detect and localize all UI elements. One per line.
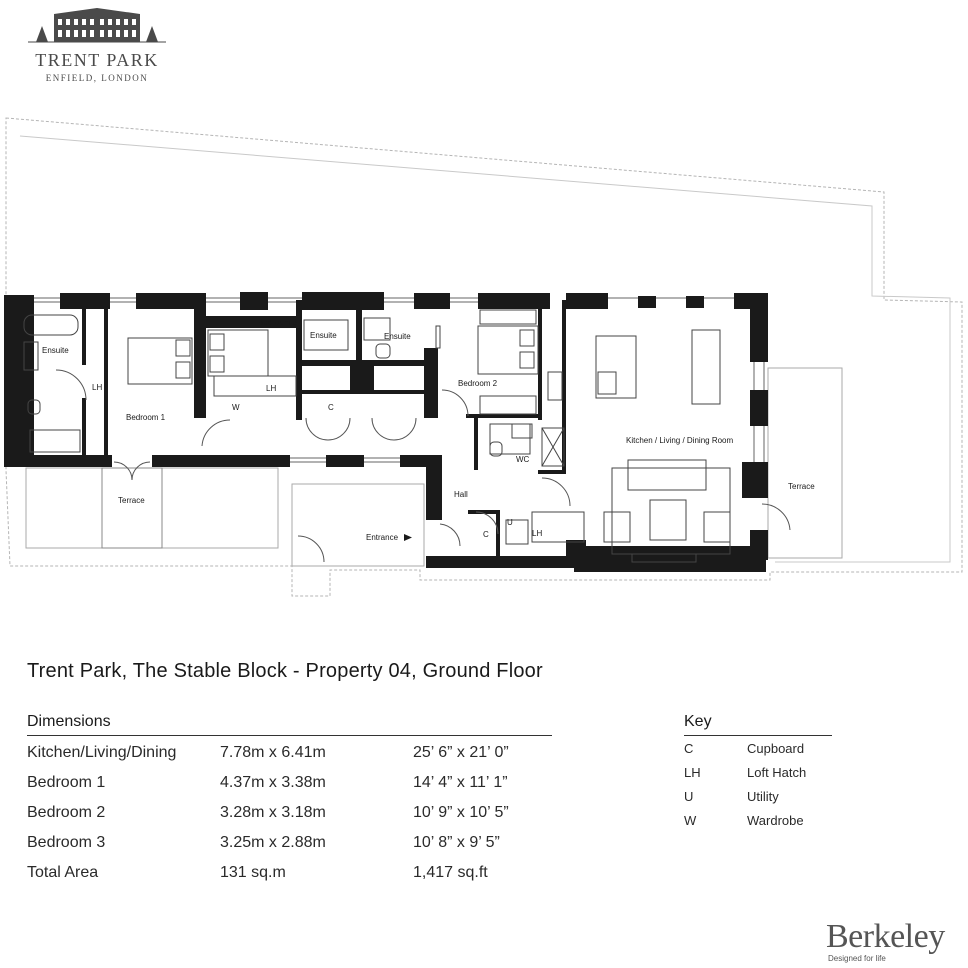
dimension-imperial: 10’ 9” x 10’ 5” <box>413 804 509 821</box>
dimension-room: Kitchen/Living/Dining <box>27 744 177 761</box>
room-label-bedroom-3: Bedroom 3 <box>258 318 298 327</box>
doors <box>55 369 791 563</box>
building-logo-icon <box>28 8 166 43</box>
room-label-ensuite-2: Ensuite <box>310 331 337 340</box>
key-code: W <box>684 813 697 828</box>
room-label-u: U <box>507 518 513 527</box>
berkeley-logo: Berkeley Designed for life <box>826 918 946 964</box>
dimension-row: Bedroom 2 3.28m x 3.18m 10’ 9” x 10’ 5” <box>27 796 552 826</box>
room-label-ensuite-3: Ensuite <box>384 332 411 341</box>
key-label: Cupboard <box>747 741 805 756</box>
key-code: U <box>684 789 694 804</box>
key-label: Loft Hatch <box>747 765 807 780</box>
dimension-imperial: 1,417 sq.ft <box>413 864 488 881</box>
dimension-room: Bedroom 1 <box>27 774 106 791</box>
entrance-arrow-icon <box>404 534 412 541</box>
entrance-court <box>291 483 425 567</box>
floor-plan: Ensuite LH Bedroom 1 Bedroom 3 LH W Ensu… <box>0 110 968 610</box>
fixtures <box>23 309 731 563</box>
room-label-lh-2: LH <box>266 384 276 393</box>
dimension-room: Bedroom 2 <box>27 804 106 821</box>
dimension-metric: 4.37m x 3.38m <box>220 774 326 791</box>
dimensions-table: Dimensions Kitchen/Living/Dining 7.78m x… <box>27 713 552 886</box>
room-label-terrace-1: Terrace <box>118 496 145 505</box>
dimension-row: Bedroom 3 3.25m x 2.88m 10’ 8” x 9’ 5” <box>27 826 552 856</box>
exterior-walls <box>4 292 768 572</box>
trent-park-logo: TRENT PARK ENFIELD, LONDON <box>24 6 170 88</box>
terrace-left-inner <box>101 467 163 549</box>
room-label-kitchen: Kitchen / Living / Dining Room <box>626 436 734 445</box>
dimension-row: Bedroom 1 4.37m x 3.38m 14’ 4” x 11’ 1” <box>27 766 552 796</box>
dimensions-heading: Dimensions <box>27 713 552 736</box>
room-label-terrace-2: Terrace <box>788 482 815 491</box>
key-label: Wardrobe <box>747 813 804 828</box>
room-label-wc: WC <box>516 455 530 464</box>
room-label-hall: Hall <box>454 490 468 499</box>
dimension-room: Total Area <box>27 864 99 881</box>
key-heading: Key <box>684 713 832 736</box>
floor-plan-drawing: Ensuite LH Bedroom 1 Bedroom 3 LH W Ensu… <box>4 117 963 597</box>
room-label-w: W <box>232 403 240 412</box>
interior-walls <box>82 300 586 556</box>
key-label: Utility <box>747 789 779 804</box>
room-label-c-1: C <box>328 403 334 412</box>
brand-name: Berkeley <box>826 918 945 955</box>
room-label-lh-3: LH <box>532 529 542 538</box>
terrace-left-area <box>25 467 279 549</box>
dimension-row: Total Area 131 sq.m 1,417 sq.ft <box>27 856 552 886</box>
dimension-imperial: 25’ 6” x 21’ 0” <box>413 744 509 761</box>
key-item: U Utility <box>684 784 832 808</box>
dimension-metric: 3.28m x 3.18m <box>220 804 326 821</box>
key-item: LH Loft Hatch <box>684 760 832 784</box>
dimension-imperial: 10’ 8” x 9’ 5” <box>413 834 500 851</box>
key-code: LH <box>684 765 701 780</box>
room-label-entrance: Entrance <box>366 533 399 542</box>
key-item: W Wardrobe <box>684 808 832 832</box>
room-label-c-2: C <box>483 530 489 539</box>
room-label-bedroom-1: Bedroom 1 <box>126 413 166 422</box>
dimension-row: Kitchen/Living/Dining 7.78m x 6.41m 25’ … <box>27 736 552 766</box>
window-lines <box>34 297 765 463</box>
site-boundary <box>5 117 963 597</box>
dimension-metric: 131 sq.m <box>220 864 286 881</box>
dimension-metric: 3.25m x 2.88m <box>220 834 326 851</box>
key-legend: Key C Cupboard LH Loft Hatch U Utility W… <box>684 713 832 832</box>
dimension-metric: 7.78m x 6.41m <box>220 744 326 761</box>
logo-subtitle: ENFIELD, LONDON <box>45 73 149 83</box>
dimension-imperial: 14’ 4” x 11’ 1” <box>413 774 508 791</box>
dimension-room: Bedroom 3 <box>27 834 106 851</box>
page-title: Trent Park, The Stable Block - Property … <box>27 660 543 682</box>
terrace-right-area <box>767 367 843 559</box>
room-label-bedroom-2: Bedroom 2 <box>458 379 498 388</box>
logo-title: TRENT PARK <box>35 50 159 70</box>
room-label-lh-1: LH <box>92 383 102 392</box>
brand-tagline: Designed for life <box>828 954 886 963</box>
room-label-ensuite-1: Ensuite <box>42 346 69 355</box>
key-item: C Cupboard <box>684 736 832 760</box>
site-boundary-inner <box>19 135 951 563</box>
key-code: C <box>684 741 694 756</box>
